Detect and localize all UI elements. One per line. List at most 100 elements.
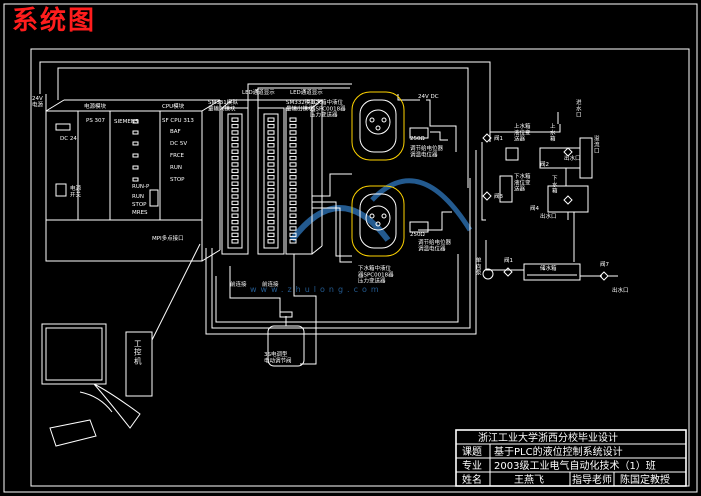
terminal-slot xyxy=(267,200,275,206)
terminal-rows xyxy=(231,117,297,244)
title-block-name: 王燕飞 xyxy=(514,474,544,486)
label-lower-sensor: 下水箱中液位器SPC0018器压力变送器 xyxy=(358,264,394,285)
terminal-slot xyxy=(267,187,275,193)
terminal-slot xyxy=(267,149,275,154)
label-bus2: 前连接 xyxy=(262,280,279,288)
label-drain-outlet: 出水口 xyxy=(612,286,629,294)
terminal-slot xyxy=(289,232,297,238)
label-dc5v: DC 5V xyxy=(170,141,187,147)
mode-switch[interactable] xyxy=(149,189,159,207)
label-valve-pump: 阀1 xyxy=(504,256,513,264)
lower-transmitter xyxy=(351,185,429,257)
terminal-slot xyxy=(289,123,297,129)
industrial-computer xyxy=(41,243,201,447)
label-runp: RUN-P xyxy=(132,184,150,190)
terminal-slot xyxy=(231,207,239,212)
label-stop: STOP xyxy=(170,177,185,183)
label-outlet-a: 出水口 xyxy=(564,154,581,162)
terminal-slot xyxy=(267,181,275,186)
terminal-slot xyxy=(267,226,275,231)
label-r250b: 250Ω xyxy=(410,232,425,238)
label-valve1: 阀1 xyxy=(494,134,503,142)
terminal-slot xyxy=(289,213,297,218)
label-run2: RUN xyxy=(132,194,144,200)
label-mres: MRES xyxy=(132,210,148,216)
label-storage-tank: 储水箱 xyxy=(540,264,557,272)
label-ps307: PS 307 xyxy=(86,118,106,124)
terminal-slot xyxy=(231,117,239,122)
label-cpu-module: CPU模块 xyxy=(162,102,185,110)
terminal-slot xyxy=(267,123,275,129)
label-cpu313: SF CPU 313 xyxy=(162,118,194,124)
label-siemens: SIEMENS xyxy=(114,119,139,125)
power-switch[interactable] xyxy=(55,183,67,197)
terminal-slot xyxy=(231,187,239,193)
terminal-slot xyxy=(289,162,297,167)
title-block-major-label: 专业 xyxy=(462,459,482,472)
label-mpi: MPI多点接口 xyxy=(152,234,184,242)
label-led-b: LED通道显示 xyxy=(290,88,323,96)
terminal-slot xyxy=(231,219,239,225)
terminal-slot xyxy=(267,117,275,122)
label-upper-tank: 上水箱 xyxy=(550,122,556,143)
label-frce: FRCE xyxy=(170,153,185,159)
label-sm332: SM332模拟量输出模块 xyxy=(286,98,316,112)
label-baf: BAF xyxy=(170,129,181,135)
page-title: 系统图 xyxy=(12,6,97,36)
terminal-slot xyxy=(267,239,275,244)
upper-transmitter xyxy=(351,91,448,161)
label-overflow: 溢流口 xyxy=(594,134,600,155)
label-valve4: 阀4 xyxy=(530,204,540,212)
terminal-slot xyxy=(289,181,297,186)
terminal-slot xyxy=(289,194,297,199)
terminal-slot xyxy=(289,226,297,231)
label-r250a: 250Ω xyxy=(410,136,425,142)
label-ipc: 工控机 xyxy=(134,339,142,365)
label-lower-meter: 调节给电位器调温电位器 xyxy=(418,238,452,252)
label-dc24: DC 24 xyxy=(60,136,77,142)
label-lower-gauge: 下水箱液位变送器 xyxy=(514,172,531,193)
terminal-slot xyxy=(289,168,297,174)
title-block-name-label: 姓名 xyxy=(462,473,482,486)
terminal-slot xyxy=(231,143,239,148)
label-run: RUN xyxy=(170,165,182,171)
title-block-topic-label: 课题 xyxy=(462,446,482,458)
label-led-a: LED通道显示 xyxy=(242,88,275,96)
terminal-slot xyxy=(231,239,239,244)
terminal-slot xyxy=(231,136,239,142)
title-block-advisor: 陈国定教授 xyxy=(620,473,670,486)
terminal-slot xyxy=(289,117,297,122)
terminal-slot xyxy=(267,162,275,167)
terminal-slot xyxy=(267,175,275,180)
label-bus1: 前连接 xyxy=(230,280,247,288)
terminal-slot xyxy=(231,226,239,231)
regulator-valve xyxy=(267,311,305,367)
terminal-slot xyxy=(231,149,239,154)
process-system xyxy=(481,112,618,281)
terminal-slot xyxy=(267,130,275,135)
terminal-slot xyxy=(231,213,239,218)
terminal-slot xyxy=(289,207,297,212)
pump xyxy=(482,268,494,280)
title-block-advisor-label: 指导老师 xyxy=(572,473,612,486)
inner-frame xyxy=(30,48,690,487)
storage-tank xyxy=(523,263,581,281)
terminal-slot xyxy=(289,143,297,148)
terminal-slot xyxy=(267,213,275,218)
label-upper-gauge: 上水箱液位变送器 xyxy=(514,122,531,143)
terminal-slot xyxy=(231,168,239,174)
title-block-major: 2003级工业电气自动化技术（1）班 xyxy=(494,459,656,472)
terminal-slot xyxy=(289,175,297,180)
terminal-slot xyxy=(267,219,275,225)
plc-rack xyxy=(45,99,221,262)
wiring xyxy=(39,61,491,365)
terminal-slot xyxy=(289,239,297,244)
label-lower-tank: 下水箱 xyxy=(552,175,558,195)
label-valve2: 阀2 xyxy=(540,160,549,168)
terminal-slot xyxy=(231,130,239,135)
label-power-switch: 电源开关 xyxy=(70,184,82,198)
label-inlet: 进水口 xyxy=(576,98,582,119)
watermark-text: www.zhulong.com xyxy=(250,285,383,294)
